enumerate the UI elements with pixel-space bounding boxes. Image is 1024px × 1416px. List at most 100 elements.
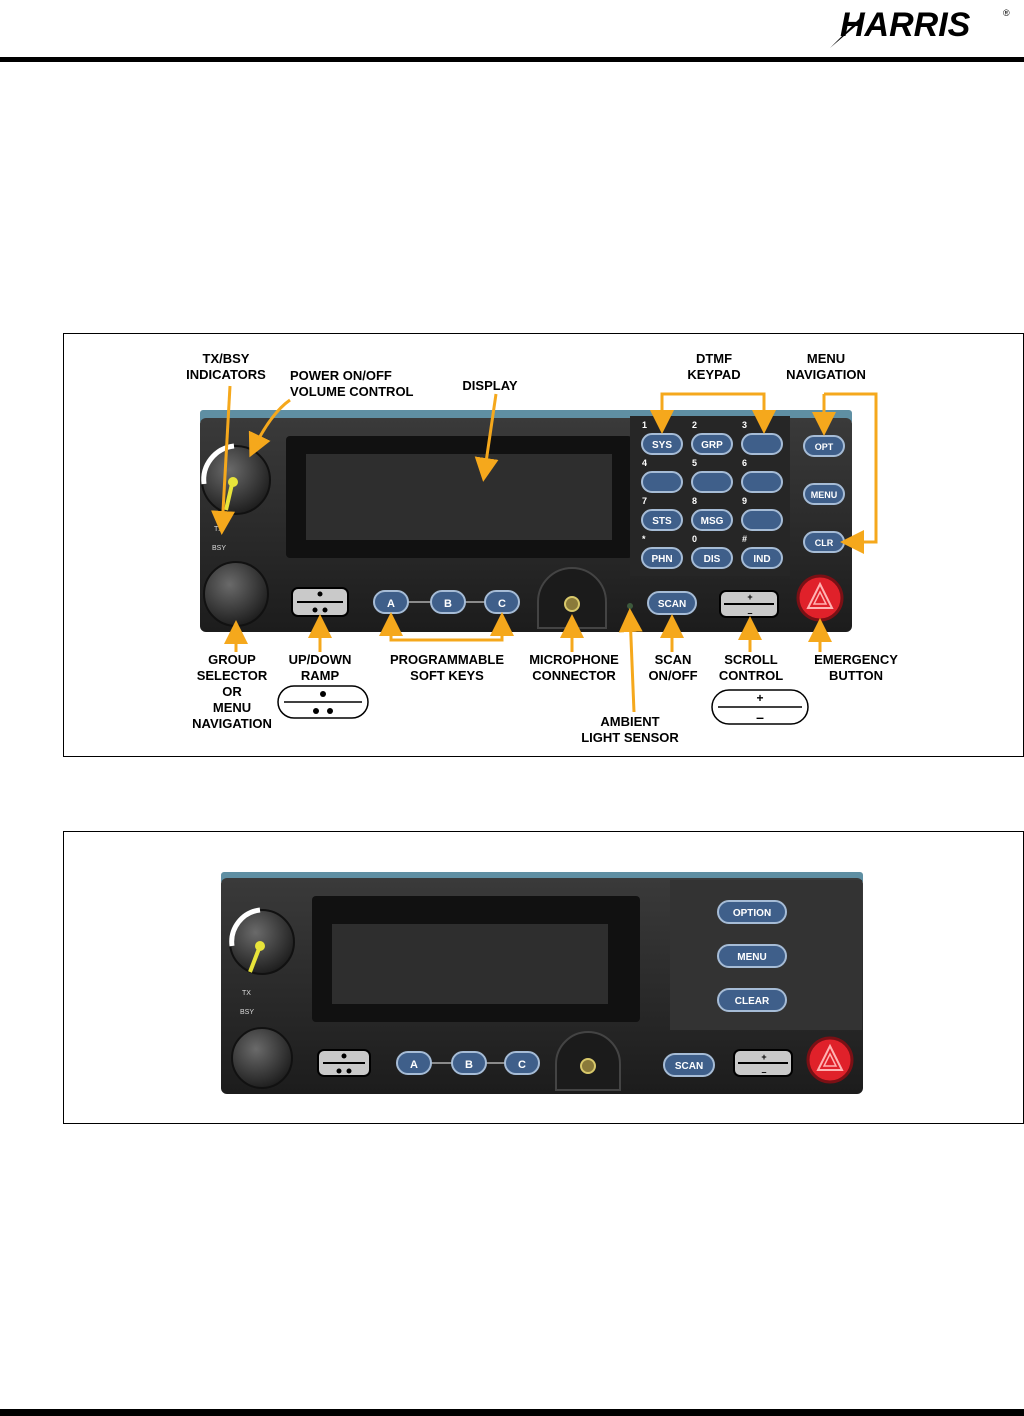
control-head-illustration: TX BSY A B C — [200, 385, 878, 725]
keypad-key-6[interactable]: STS — [641, 509, 683, 531]
label-tx-bsy-indicators: TX/BSY INDICATORS — [186, 351, 266, 382]
keypad-number-6: 7 — [642, 496, 647, 506]
keypad-key-11[interactable]: IND — [741, 547, 783, 569]
group-selector-knob-2[interactable] — [231, 1027, 293, 1089]
soft-key-b-2[interactable]: B — [451, 1051, 487, 1075]
soft-key-c-2[interactable]: C — [504, 1051, 540, 1075]
soft-key-a-2[interactable]: A — [396, 1051, 432, 1075]
option-key-1[interactable]: MENU — [717, 944, 787, 968]
keypad-key-2[interactable] — [741, 433, 783, 455]
arrow-ambient — [618, 608, 643, 713]
arrow-tx-bsy — [211, 385, 235, 535]
volume-arc — [201, 443, 235, 485]
keypad-key-4[interactable] — [691, 471, 733, 493]
figure-standard-control-head: TX BSY A B C SCAN — [63, 831, 1024, 1124]
bsy-indicator: BSY — [212, 545, 226, 552]
label-up-down-ramp: UP/DOWN RAMP — [288, 652, 352, 683]
footer-rule — [0, 1409, 1024, 1416]
microphone-jack-2 — [580, 1058, 596, 1074]
option-menu-clear-keys: OPTION MENU CLEAR — [717, 900, 787, 1012]
keypad-number-9: * — [642, 534, 646, 544]
option-key-2[interactable]: CLEAR — [717, 988, 787, 1012]
option-key-label-0: OPTION — [733, 908, 771, 919]
keypad-key-1[interactable]: GRP — [691, 433, 733, 455]
option-key-0[interactable]: OPTION — [717, 900, 787, 924]
option-key-label-2: CLEAR — [735, 996, 770, 1007]
ramp-dot-down-2a — [336, 1068, 342, 1074]
keypad-number-5: 6 — [742, 458, 747, 468]
keypad-number-2: 3 — [742, 420, 747, 430]
keypad-key-label-1: GRP — [701, 440, 723, 451]
label-microphone-connector: MICROPHONE CONNECTOR — [529, 652, 619, 683]
ramp-dot-down-2b — [346, 1068, 352, 1074]
scroll-minus-2: – — [761, 1067, 766, 1077]
scroll-control-2[interactable]: + – — [733, 1049, 793, 1077]
logo-swoosh — [830, 12, 866, 48]
keypad-number-0: 1 — [642, 420, 647, 430]
group-selector-knob[interactable] — [203, 561, 269, 627]
ramp-dot-up — [317, 591, 323, 597]
soft-key-b[interactable]: B — [430, 590, 466, 614]
soft-key-a[interactable]: A — [373, 590, 409, 614]
label-scroll-control: SCROLL CONTROL — [718, 652, 784, 683]
soft-key-c[interactable]: C — [484, 590, 520, 614]
label-scan-on-off: SCAN ON/OFF — [648, 652, 698, 683]
label-dtmf-keypad: DTMF KEYPAD — [687, 351, 741, 382]
nav-key-1[interactable]: MENU — [803, 483, 845, 505]
label-display: DISPLAY — [462, 378, 518, 393]
volume-pointer-dot-2 — [255, 941, 265, 951]
scroll-minus: – — [747, 608, 752, 618]
soft-key-b-label: B — [444, 598, 452, 610]
scroll-control[interactable]: + – — [719, 590, 779, 618]
logo-text: HARRIS — [840, 6, 971, 44]
scroll-inset-plus: + — [756, 691, 763, 705]
keypad-number-1: 2 — [692, 420, 697, 430]
tx-indicator-2: TX — [242, 990, 251, 997]
scan-button[interactable]: SCAN — [647, 591, 697, 615]
ramp-dot-down-2 — [322, 607, 328, 613]
soft-key-c-2-label: C — [518, 1059, 526, 1071]
label-menu-navigation: MENU NAVIGATION — [786, 351, 866, 382]
option-key-label-1: MENU — [737, 952, 766, 963]
scan-button-label: SCAN — [658, 599, 686, 610]
scroll-plus: + — [747, 592, 752, 602]
keypad-number-8: 9 — [742, 496, 747, 506]
keypad-number-7: 8 — [692, 496, 697, 506]
ramp-dot-down-1 — [312, 607, 318, 613]
scan-button-2[interactable]: SCAN — [663, 1053, 715, 1077]
control-head-illustration-2: TX BSY A B C SCAN — [221, 872, 863, 1094]
nav-key-2[interactable]: CLR — [803, 531, 845, 553]
label-ambient-light-sensor: AMBIENT LIGHT SENSOR — [581, 714, 679, 745]
keypad-key-label-11: IND — [753, 554, 770, 565]
keypad-key-3[interactable] — [641, 471, 683, 493]
keypad-key-5[interactable] — [741, 471, 783, 493]
keypad-key-8[interactable] — [741, 509, 783, 531]
emergency-triangle-icon — [806, 581, 834, 609]
scroll-detail-inset[interactable]: + – — [711, 689, 809, 725]
keypad-key-label-10: DIS — [704, 554, 721, 565]
soft-key-a-2-label: A — [410, 1059, 418, 1071]
keypad-number-4: 5 — [692, 458, 697, 468]
keypad-key-7[interactable]: MSG — [691, 509, 733, 531]
arrow-power — [248, 398, 291, 458]
keypad-number-11: # — [742, 534, 747, 544]
emergency-triangle-inner-icon-2 — [822, 1052, 838, 1067]
scroll-plus-2: + — [761, 1052, 766, 1062]
keypad-key-0[interactable]: SYS — [641, 433, 683, 455]
label-group-selector: GROUP SELECTOR OR MENU NAVIGATION — [192, 652, 272, 731]
keypad-key-label-0: SYS — [652, 440, 672, 451]
keypad-key-9[interactable]: PHN — [641, 547, 683, 569]
volume-pointer — [224, 483, 234, 511]
label-emergency-button: EMERGENCY BUTTON — [814, 652, 898, 683]
volume-arc-2 — [229, 907, 261, 947]
registered-mark: ® — [1003, 8, 1010, 18]
scan-button-2-label: SCAN — [675, 1061, 703, 1072]
keypad-key-10[interactable]: DIS — [691, 547, 733, 569]
emergency-triangle-inner-icon — [812, 590, 828, 605]
nav-key-label-2: CLR — [815, 538, 834, 548]
scroll-inset-minus: – — [756, 709, 764, 725]
display-screen-2 — [332, 924, 608, 1004]
nav-key-0[interactable]: OPT — [803, 435, 845, 457]
nav-key-label-1: MENU — [811, 490, 838, 500]
